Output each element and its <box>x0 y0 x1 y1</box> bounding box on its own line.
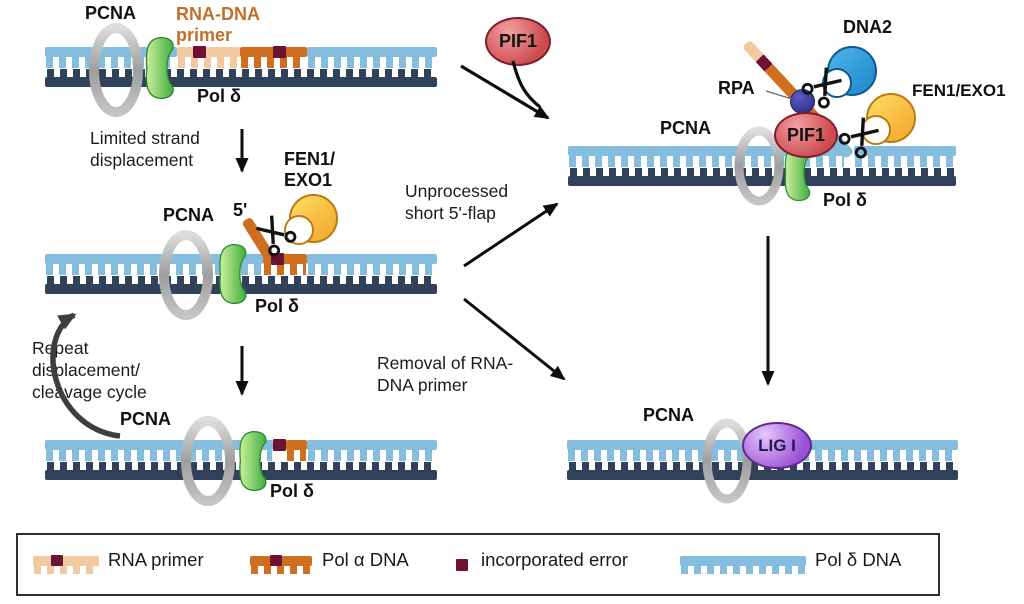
pol-delta-label-cycle: Pol δ <box>270 481 314 501</box>
rpa-label: RPA <box>718 78 755 98</box>
pol-alpha-dna-segment <box>286 440 307 461</box>
pol-delta-icon <box>239 431 267 491</box>
dna2-label: DNA2 <box>843 17 893 37</box>
fen1-exo1-icon <box>284 194 338 245</box>
template-strand <box>567 462 958 480</box>
pol-delta-dna-segment <box>307 440 437 461</box>
pcna-ring-icon <box>159 230 213 320</box>
error-square-icon <box>193 46 206 58</box>
pif1-free-label: PIF1 <box>498 31 537 51</box>
pol-delta-icon <box>145 37 174 99</box>
removal-primer-note: Removal of RNA- DNA primer <box>377 353 514 395</box>
error-square-icon <box>273 439 286 451</box>
dna-duplex-initial <box>45 46 437 87</box>
pcna-ring-icon <box>702 418 752 504</box>
limited-displacement-note: Limited strand displacement <box>90 128 200 170</box>
dna-duplex-long-flap <box>568 146 956 186</box>
pcna-ring-icon <box>734 126 784 206</box>
error-square-icon <box>270 555 282 566</box>
scissors-icon <box>256 215 297 257</box>
pcna-label-long-flap: PCNA <box>660 118 712 138</box>
pcna-ring-icon <box>89 23 143 117</box>
template-strand <box>568 168 956 186</box>
legend-box: RNA primer Pol α DNA incorporated error … <box>16 533 940 596</box>
fen1-exo1-label: FEN1/ EXO1 <box>284 149 336 190</box>
lig1-badge: LIG I <box>742 422 812 469</box>
pol-delta-dna-segment <box>307 254 437 275</box>
pif1-recruitment-curve <box>511 60 541 109</box>
repeat-cycle-note: Repeat displacement/ cleavage cycle <box>32 338 147 402</box>
scissors-icon <box>838 117 879 159</box>
pol-delta-label-initial: Pol δ <box>197 86 241 106</box>
legend-error-swatch <box>456 559 468 571</box>
pcna-ring-icon <box>181 416 235 506</box>
legend-pol-alpha-swatch <box>250 555 312 574</box>
pcna-label-short-flap: PCNA <box>163 205 215 225</box>
arrow-pif1-pathway <box>460 64 550 120</box>
pol-delta-dna-segment <box>854 146 956 167</box>
lig1-label: LIG I <box>758 435 796 455</box>
pol-delta-dna-segment <box>45 254 263 275</box>
pif1-loaded-label: PIF1 <box>786 124 825 145</box>
template-strand <box>45 69 437 87</box>
pol-delta-dna-segment <box>45 440 273 461</box>
pcna-label-cycle: PCNA <box>120 409 172 429</box>
pol-delta-dna-segment <box>307 47 437 68</box>
pif1-free-badge: PIF1 <box>485 17 551 66</box>
legend-pol-delta-label: Pol δ DNA <box>815 549 902 570</box>
fen1-exo1-label-long-flap: FEN1/EXO1 <box>912 81 1006 100</box>
five-prime-label: 5' <box>233 200 248 220</box>
pol-delta-label-short-flap: Pol δ <box>255 296 299 316</box>
legend-pol-alpha-label: Pol α DNA <box>322 549 409 570</box>
rna-primer-segment <box>177 47 240 68</box>
pif1-loaded-badge: PIF1 <box>774 112 838 158</box>
scissors-icon <box>801 67 842 109</box>
pol-delta-dna-segment <box>45 47 177 68</box>
legend-error-label: incorporated error <box>481 549 629 570</box>
pol-delta-dna-segment <box>568 146 845 167</box>
pol-delta-icon <box>219 244 247 304</box>
legend-pol-delta-swatch <box>680 556 806 574</box>
unprocessed-flap-note: Unprocessed short 5'-flap <box>405 181 509 223</box>
rna-dna-primer-label: RNA-DNA primer <box>176 4 260 45</box>
legend-rna-primer-swatch <box>33 555 99 574</box>
legend-rna-primer-label: RNA primer <box>108 549 204 570</box>
pcna-label-ligation: PCNA <box>643 405 695 425</box>
pcna-label-initial: PCNA <box>85 3 137 23</box>
pol-delta-label-long-flap: Pol δ <box>823 190 867 210</box>
error-square-icon <box>273 46 286 58</box>
error-square-icon <box>51 555 63 566</box>
pol-alpha-dna-segment <box>263 254 307 275</box>
